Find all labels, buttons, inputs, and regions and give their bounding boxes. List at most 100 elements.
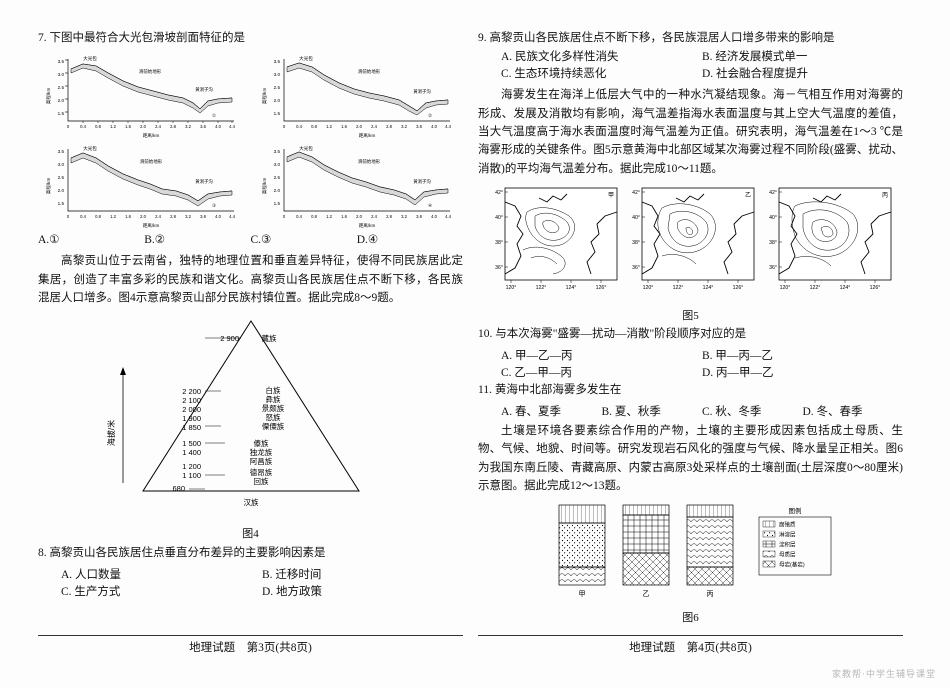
question-9-option-c[interactable]: C. 生态环境持续恶化 xyxy=(501,68,607,81)
svg-text:丙: 丙 xyxy=(882,192,888,199)
svg-text:景颇族: 景颇族 xyxy=(261,403,284,413)
question-11-option-d[interactable]: D. 冬、春季 xyxy=(802,405,863,418)
question-9-number: 9. xyxy=(478,32,487,44)
question-11-option-a[interactable]: A. 春、夏季 xyxy=(501,405,562,418)
question-10-options-row-2: C. 乙—甲—丙 D. 丙—甲—乙 xyxy=(478,364,903,380)
question-7-option-d[interactable]: D.④ xyxy=(356,234,379,247)
svg-text:2.0: 2.0 xyxy=(273,98,280,103)
svg-text:阿昌族: 阿昌族 xyxy=(249,456,272,466)
svg-text:1.5: 1.5 xyxy=(58,111,65,116)
figure-5-caption: 图5 xyxy=(682,310,699,323)
svg-text:3.2: 3.2 xyxy=(401,214,407,219)
question-11-option-b[interactable]: B. 夏、秋季 xyxy=(601,405,661,418)
svg-text:0.8: 0.8 xyxy=(95,214,101,219)
passage-soil: 土壤是环境各要素综合作用的产物，土壤的主要形成因素包括成土母质、生物、气候、地貌… xyxy=(478,424,903,492)
question-10-option-d[interactable]: D. 丙—甲—乙 xyxy=(702,367,774,380)
svg-text:1 200: 1 200 xyxy=(182,462,201,471)
svg-text:120°: 120° xyxy=(506,285,517,291)
svg-text:4.4: 4.4 xyxy=(229,214,235,219)
svg-text:距离/km: 距离/km xyxy=(358,132,375,139)
svg-text:滑前始地形: 滑前始地形 xyxy=(139,68,162,75)
svg-text:42°: 42° xyxy=(495,190,503,196)
svg-text:高程/km: 高程/km xyxy=(45,178,52,195)
svg-text:2.8: 2.8 xyxy=(386,124,392,129)
question-11-number: 11. xyxy=(478,384,492,397)
svg-text:3.6: 3.6 xyxy=(200,124,206,129)
svg-text:彝族: 彝族 xyxy=(265,394,280,404)
svg-text:1.5: 1.5 xyxy=(58,201,65,206)
question-10: 10. 与本次海雾"盛雾—扰动—消散"阶段顺序对应的是 xyxy=(478,326,903,344)
svg-text:0: 0 xyxy=(67,214,70,219)
question-7-options: A.① B.② C.③ D.④ xyxy=(38,232,463,246)
svg-text:0: 0 xyxy=(67,124,70,129)
question-7-text: 下图中最符合大光包滑坡剖面特征的是 xyxy=(49,32,246,44)
svg-text:36°: 36° xyxy=(632,265,640,271)
map-panel-yi: 乙 42° 40° 38° 36° 120° 122° 124° 126° xyxy=(624,182,757,305)
svg-text:1 400: 1 400 xyxy=(182,448,201,457)
question-9-options-row-2: C. 生态环境持续恶化 D. 社会融合程度提升 xyxy=(478,65,903,81)
question-9-option-a[interactable]: A. 民族文化多样性消失 xyxy=(501,51,619,64)
svg-text:3.5: 3.5 xyxy=(58,149,65,154)
svg-text:38°: 38° xyxy=(632,240,640,246)
svg-text:36°: 36° xyxy=(769,265,777,271)
svg-text:3.6: 3.6 xyxy=(200,214,206,219)
question-8-option-a[interactable]: A. 人口数量 xyxy=(61,569,122,582)
svg-text:3.5: 3.5 xyxy=(273,59,280,64)
map-panel-bing: 丙 42° 40° 38° 36° 120° 122° 124° 126° xyxy=(761,182,894,305)
question-7-option-a[interactable]: A.① xyxy=(38,234,60,247)
svg-text:0.4: 0.4 xyxy=(80,214,86,219)
svg-text:黄洞子沟: 黄洞子沟 xyxy=(195,178,213,185)
question-7-option-b[interactable]: B.② xyxy=(144,234,166,247)
svg-text:1 100: 1 100 xyxy=(182,471,201,480)
question-11-option-c[interactable]: C. 秋、冬季 xyxy=(702,405,762,418)
svg-text:③: ③ xyxy=(212,203,216,208)
question-7-option-c[interactable]: C.③ xyxy=(250,234,272,247)
svg-text:42°: 42° xyxy=(769,190,777,196)
svg-text:1.5: 1.5 xyxy=(273,201,280,206)
svg-text:②: ② xyxy=(428,113,432,118)
svg-text:3.2: 3.2 xyxy=(401,124,407,129)
question-9: 9. 高黎贡山各民族居住点不断下移，各民族混居人口增多带来的影响是 xyxy=(478,30,903,47)
soil-legend: 图例 腐殖质 淋溶层 淀积层 母质层 母岩(基岩) xyxy=(758,506,831,576)
svg-text:4.4: 4.4 xyxy=(229,124,235,129)
svg-text:126°: 126° xyxy=(733,285,744,291)
svg-text:124°: 124° xyxy=(840,285,851,291)
question-7: 7. 下图中最符合大光包滑坡剖面特征的是 xyxy=(38,30,463,47)
question-10-option-b[interactable]: B. 甲—丙—乙 xyxy=(702,350,773,363)
question-11-options: A. 春、夏季 B. 夏、秋季 C. 秋、冬季 D. 冬、春季 xyxy=(478,403,903,419)
left-column: 7. 下图中最符合大光包滑坡剖面特征的是 3.5 3.0 2.5 2.0 1.5 xyxy=(38,30,463,630)
svg-text:1.6: 1.6 xyxy=(125,214,131,219)
svg-text:3.6: 3.6 xyxy=(416,124,422,129)
question-10-option-c[interactable]: C. 乙—甲—丙 xyxy=(501,367,572,380)
figure-5-maps: 甲 42° 40° 38° 36° 120° 122° 124° 126° xyxy=(478,182,903,305)
soil-column-jia: 甲 xyxy=(558,505,605,598)
svg-text:④: ④ xyxy=(428,203,432,208)
svg-text:乙: 乙 xyxy=(642,590,649,598)
svg-text:傈僳族: 傈僳族 xyxy=(261,421,284,431)
svg-text:0.8: 0.8 xyxy=(311,214,317,219)
svg-text:2.8: 2.8 xyxy=(170,214,176,219)
svg-text:2 000: 2 000 xyxy=(182,405,201,414)
svg-text:德昂族: 德昂族 xyxy=(249,467,272,477)
svg-text:122°: 122° xyxy=(673,285,684,291)
question-9-option-b[interactable]: B. 经济发展模式单一 xyxy=(702,51,808,64)
svg-text:2 200: 2 200 xyxy=(182,387,201,396)
question-10-option-a[interactable]: A. 甲—乙—丙 xyxy=(501,350,573,363)
question-8-option-c[interactable]: C. 生产方式 xyxy=(61,586,121,599)
figure-4-caption: 图4 xyxy=(242,528,259,541)
question-8-option-b[interactable]: B. 迁移时间 xyxy=(262,569,322,582)
svg-text:大光包: 大光包 xyxy=(299,55,313,62)
svg-text:甲: 甲 xyxy=(608,192,614,199)
svg-text:高程/km: 高程/km xyxy=(261,88,268,105)
svg-text:4.4: 4.4 xyxy=(445,214,451,219)
svg-text:40°: 40° xyxy=(495,215,503,221)
svg-text:0: 0 xyxy=(282,124,285,129)
question-8-option-d[interactable]: D. 地方政策 xyxy=(262,586,323,599)
svg-text:①: ① xyxy=(212,113,216,118)
svg-text:4.0: 4.0 xyxy=(431,124,437,129)
svg-text:大光包: 大光包 xyxy=(83,145,97,152)
svg-text:3.5: 3.5 xyxy=(273,149,280,154)
svg-text:高程/km: 高程/km xyxy=(45,88,52,105)
passage-sea-fog: 海雾发生在海洋上低层大气中的一种水汽凝结现象。海－气相互作用对海雾的形成、发展及… xyxy=(478,89,903,175)
question-9-option-d[interactable]: D. 社会融合程度提升 xyxy=(702,68,809,81)
